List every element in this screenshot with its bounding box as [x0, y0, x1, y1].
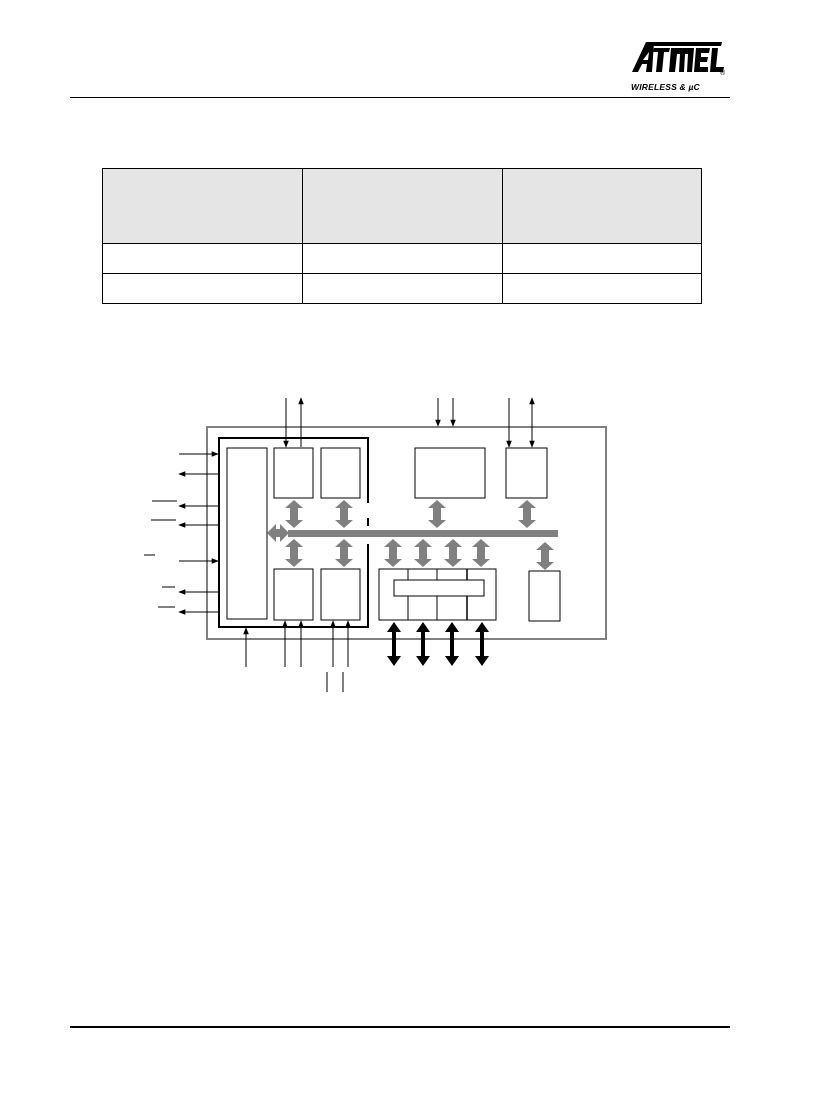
atmel-logo-mark-icon [632, 42, 724, 72]
logo-tagline: WIRELESS & µC [631, 82, 700, 92]
table-header-row [102, 168, 702, 244]
internal-bus [288, 530, 558, 537]
table-cell [102, 273, 303, 304]
port-io-arrows [387, 622, 489, 666]
table-cell [302, 273, 503, 304]
chip-outline [206, 426, 607, 640]
footer-rule [70, 1026, 730, 1028]
top-center-block [414, 447, 486, 499]
bus-left-arrow-icon [267, 524, 289, 542]
left-tall-block [226, 447, 268, 620]
lower-block-2 [320, 568, 361, 621]
upper-block-2 [320, 447, 361, 499]
signal-lines [144, 397, 535, 692]
header-rule [70, 97, 730, 98]
table-header-cell [502, 168, 702, 244]
table-cell [102, 243, 303, 274]
table-row [102, 243, 702, 274]
port-block [378, 568, 497, 621]
table-cell [502, 273, 702, 304]
table-header-cell [302, 168, 503, 244]
table-header-cell [102, 168, 303, 244]
spec-table [102, 168, 702, 304]
atmel-logo: ® WIRELESS & µC [628, 38, 728, 94]
cpu-core-outline [218, 437, 369, 628]
lower-block-1 [273, 568, 314, 621]
upper-block-1 [273, 447, 314, 499]
table-cell [302, 243, 503, 274]
table-cell [502, 243, 702, 274]
table-row [102, 273, 702, 304]
logo-registered-mark: ® [720, 70, 726, 77]
block-diagram [144, 397, 607, 692]
right-small-block [528, 570, 561, 622]
top-right-block [505, 447, 548, 499]
